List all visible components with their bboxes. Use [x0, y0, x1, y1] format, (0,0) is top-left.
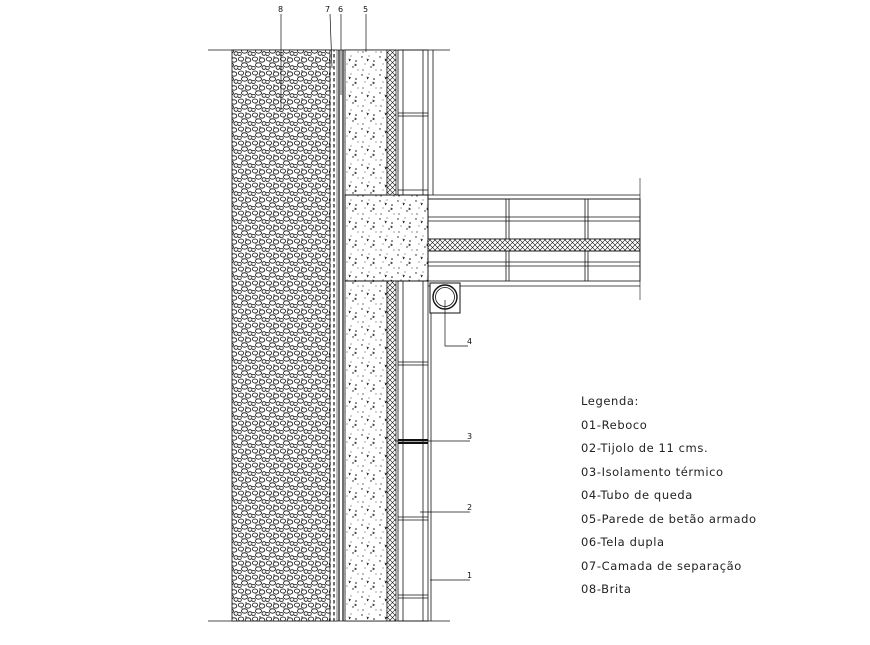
legend-item-tijolo: 02-Tijolo de 11 cms.	[581, 441, 709, 455]
leader-line-4	[444, 300, 468, 347]
callout-1: 1	[467, 571, 472, 580]
callout-5: 5	[363, 5, 368, 14]
callout-3: 3	[467, 432, 472, 441]
legend: Legenda: 01-Reboco 02-Tijolo de 11 cms. …	[581, 390, 757, 602]
legend-item-brita: 08-Brita	[581, 582, 632, 596]
legend-title: Legenda:	[581, 394, 639, 408]
callout-2: 2	[467, 503, 472, 512]
legend-item-isolamento: 03-Isolamento térmico	[581, 464, 724, 479]
downpipe	[429, 282, 461, 314]
callout-4: 4	[467, 337, 472, 346]
concrete-beam	[344, 194, 429, 282]
floor-slab	[427, 178, 641, 300]
legend-item-parede: 05-Parede de betão armado	[581, 511, 757, 526]
legend-item-reboco: 01-Reboco	[581, 417, 648, 432]
concrete-wall	[344, 49, 388, 622]
callout-7: 7	[325, 5, 330, 14]
insulation-strip-upper	[386, 49, 397, 196]
legend-item-camada: 07-Camada de separação	[581, 558, 742, 573]
insulation-strip-lower	[386, 280, 397, 622]
gravel-layer	[231, 49, 331, 622]
callout-8: 8	[278, 5, 283, 14]
leader-line-7	[329, 13, 333, 69]
legend-item-tela: 06-Tela dupla	[581, 535, 665, 549]
legend-item-tubo: 04-Tubo de queda	[581, 488, 693, 502]
brick-wall	[397, 49, 429, 622]
separation-layer	[329, 49, 338, 622]
callout-6: 6	[338, 5, 343, 14]
